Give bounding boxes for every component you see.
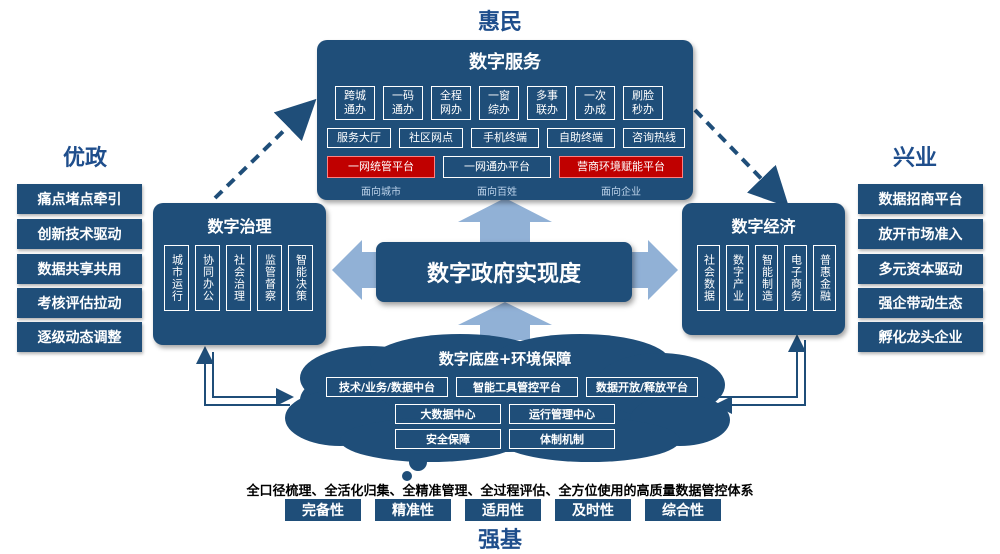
channel-hotline: 咨询热线 [623,128,685,148]
quality-applicability: 适用性 [465,499,541,521]
service-mode-multi-joint: 多事 联办 [527,86,567,120]
channel-mobile: 手机终端 [471,128,539,148]
connector-cloud-to-governance [196,346,290,406]
pillar-top-label: 惠民 [477,10,522,35]
right-list-item-ecosystem: 强企带动生态 [858,288,983,318]
foundation-operation-center: 运行管理中心 [509,404,615,424]
audience-city: 面向城市 [361,187,401,198]
governance-city-operation: 城市运行 [164,245,189,311]
digital-governance-title: 数字治理 [207,217,272,236]
left-list-item-adjustment: 逐级动态调整 [17,322,142,352]
platform-unified-management: 一网统管平台 [327,156,435,178]
service-mode-face-scan: 刷脸 秒办 [623,86,663,120]
big-arrow-up-bottom [458,302,552,340]
dashed-arrow-services-to-economy [693,108,790,208]
left-list-item-evaluation: 考核评估拉动 [17,288,142,318]
economy-ecommerce: 电子商务 [784,245,807,311]
dashed-arrow-governance-to-services [213,98,317,200]
governance-smart-decision: 智能决策 [288,245,313,311]
audience-citizens: 面向百姓 [477,187,517,198]
foundation-title: 数字底座+环境保障 [438,350,572,368]
digital-economy-title: 数字经济 [731,217,796,236]
left-list-item-data-sharing: 数据共享共用 [17,254,142,284]
foundation-security: 安全保障 [395,429,501,449]
channel-kiosk: 自助终端 [547,128,615,148]
platform-unified-service: 一网通办平台 [443,156,551,178]
economy-smart-manufacturing: 智能制造 [755,245,778,311]
pillar-left-label: 优政 [62,146,107,171]
channel-service-hall: 服务大厅 [327,128,391,148]
quality-timeliness: 及时性 [555,499,631,521]
governance-supervision: 监管督察 [257,245,282,311]
service-mode-one-code: 一码 通办 [383,86,423,120]
big-arrow-left [332,240,378,300]
platform-business-environment: 营商环境赋能平台 [559,156,683,178]
economy-inclusive-finance: 普惠金融 [813,245,836,311]
center-title-box: 数字政府实现度 [376,242,632,302]
governance-social: 社会治理 [226,245,251,311]
service-mode-one-window: 一窗 综办 [479,86,519,120]
quality-completeness: 完备性 [285,499,361,521]
audience-enterprises: 面向企业 [601,187,641,198]
pillar-right-label: 兴业 [892,146,937,171]
pillar-bottom-label: 强基 [477,528,522,553]
footer-statement: 全口径梳理、全活化归集、全精准管理、全过程评估、全方位使用的高质量数据管控体系 [246,484,754,499]
foundation-big-data-center: 大数据中心 [395,404,501,424]
service-mode-cross-city: 跨城 通办 [335,86,375,120]
digital-governance-panel: 数字治理 城市运行 协同办公 社会治理 监管督察 智能决策 [153,203,326,345]
quality-accuracy: 精准性 [375,499,451,521]
quality-comprehensiveness: 综合性 [645,499,721,521]
right-list-item-capital: 多元资本驱动 [858,254,983,284]
connector-economy-to-cloud [714,340,806,414]
big-arrow-right [632,240,678,300]
connector-governance-to-cloud [212,352,294,406]
foundation-data-open: 数据开放/释放平台 [586,377,698,397]
digital-services-panel: 数字服务 跨城 通办 一码 通办 全程 网办 一窗 综办 多事 联办 一次 办成… [317,40,693,200]
right-list-item-market-access: 放开市场准入 [858,219,983,249]
channel-community: 社区网点 [399,128,463,148]
service-mode-one-time: 一次 办成 [575,86,615,120]
left-list-item-pain-points: 痛点堵点牵引 [17,184,142,214]
governance-collaborative-office: 协同办公 [195,245,220,311]
service-mode-full-online: 全程 网办 [431,86,471,120]
big-arrow-up-top [458,198,552,242]
connector-cloud-to-economy [718,334,806,398]
foundation-smart-tools: 智能工具管控平台 [456,377,578,397]
foundation-institutions: 体制机制 [509,429,615,449]
digital-economy-panel: 数字经济 社会数据 数字产业 智能制造 电子商务 普惠金融 [682,203,845,335]
foundation-middle-platform: 技术/业务/数据中台 [326,377,448,397]
digital-services-title: 数字服务 [469,52,541,73]
economy-digital-industry: 数字产业 [726,245,749,311]
right-list-item-incubation: 孵化龙头企业 [858,322,983,352]
left-list-item-innovation: 创新技术驱动 [17,219,142,249]
right-list-item-investment-platform: 数据招商平台 [858,184,983,214]
economy-social-data: 社会数据 [697,245,720,311]
